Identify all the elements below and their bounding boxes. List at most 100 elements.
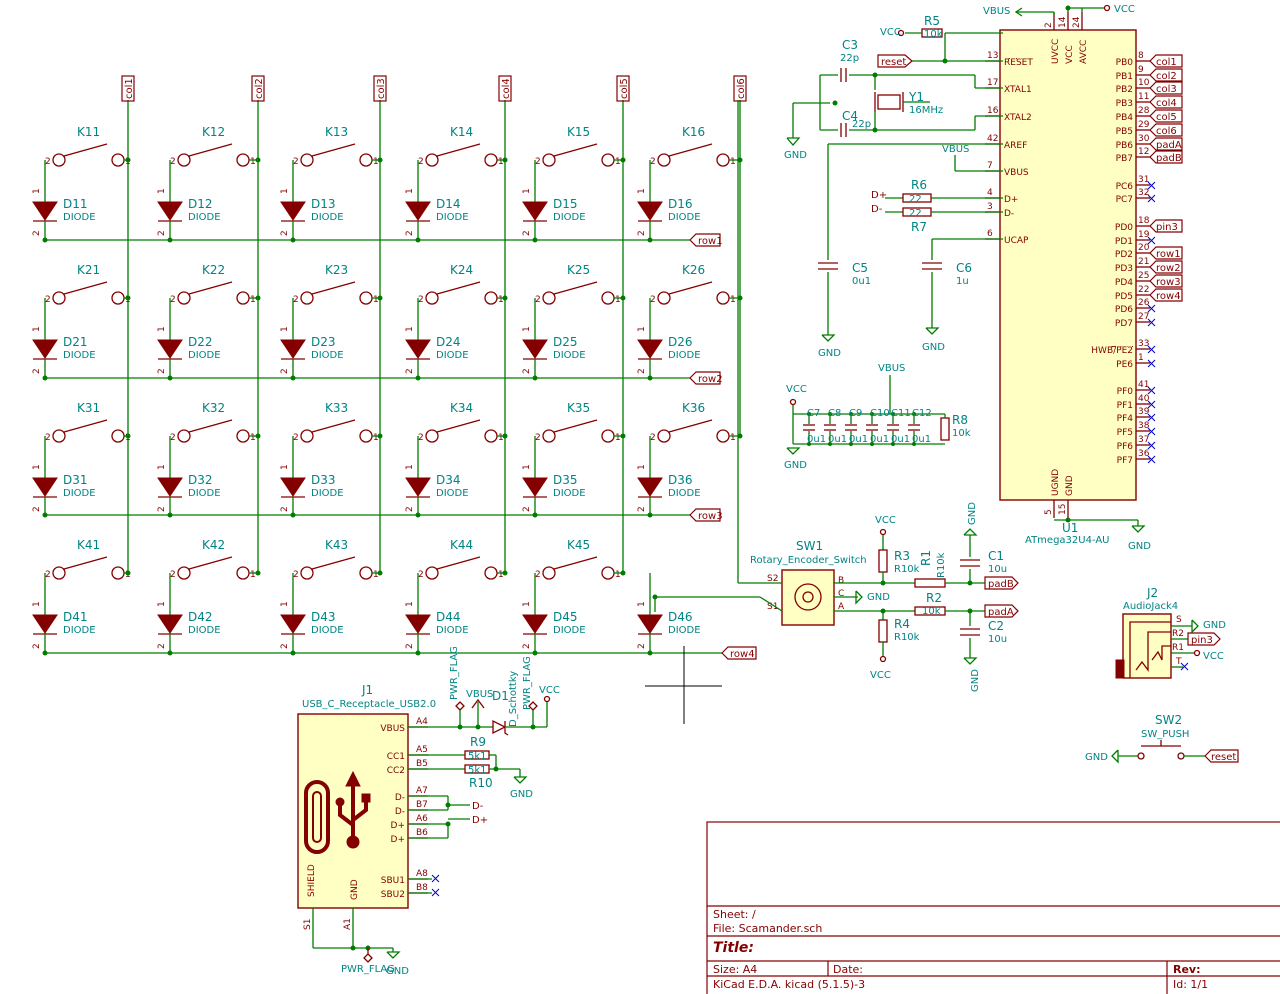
r5-value: 10k [924, 29, 943, 40]
switch-pin-2: 2 [293, 157, 299, 167]
diode-pin-1: 1 [157, 601, 167, 607]
mcu-left-pin-num: 16 [987, 106, 999, 116]
j1-pin-name: CC1 [387, 752, 405, 762]
no-connect-mark [1147, 413, 1156, 422]
switch-ref: K41 [77, 538, 100, 552]
switch-pin-1: 1 [373, 433, 379, 443]
col-net-flag [733, 75, 747, 102]
mcu-right-pin-num: 32 [1138, 188, 1149, 198]
sw1-ref: SW1 [796, 539, 823, 553]
switch-pin-1: 1 [730, 157, 736, 167]
mcu-left-pin-name: VBUS [1004, 168, 1029, 178]
r1-ref: R1 [919, 550, 933, 566]
mcu-net-label: row4 [1156, 291, 1181, 302]
switch-ref: K11 [77, 125, 100, 139]
diode-pin-1: 1 [637, 188, 647, 194]
switch-pin-2: 2 [650, 157, 656, 167]
j1-gnd-label: GND [350, 879, 360, 900]
diode-pin-2: 2 [637, 506, 647, 512]
row-net-label-row1: row1 [698, 236, 723, 247]
cbank-value: 0u1 [828, 434, 847, 445]
r3-ref: R3 [894, 549, 910, 563]
mcu-top-pin-num: 2 [1044, 22, 1054, 28]
diode-ref: D36 [668, 473, 693, 487]
diode-ref: D46 [668, 610, 693, 624]
mcu-right-pin-num: 36 [1138, 449, 1150, 459]
j1-pin-name: D- [395, 793, 405, 803]
no-connect-mark [1147, 194, 1156, 203]
switch-pin-2: 2 [535, 433, 541, 443]
diode-pin-1: 1 [280, 188, 290, 194]
y1-value: 16MHz [909, 105, 943, 116]
vbus-mcu: VBUS [983, 6, 1010, 17]
mcu-right-pin-num: 9 [1138, 65, 1144, 75]
row-net-flag [689, 508, 721, 522]
tb-rev: Rev: [1173, 963, 1201, 976]
mcu-net-label: padB [1156, 153, 1182, 164]
sw1-pin-b: B [838, 576, 844, 586]
crystal-reset-section: VCC R5 10k reset C3 22p GND Y1 16MHz C4 … [784, 14, 1003, 161]
mcu-right-pin-name: PB0 [1116, 58, 1134, 68]
vcc-j2: VCC [1203, 651, 1224, 662]
diode-pin-1: 1 [522, 464, 532, 470]
switch-pin-2: 2 [418, 433, 424, 443]
r10-value: 5k1 [468, 765, 487, 776]
switch-pin-1: 1 [498, 157, 504, 167]
mcu-right-pin-name: PF4 [1117, 414, 1134, 424]
diode-pin-2: 2 [522, 230, 532, 236]
switch-pin-2: 2 [170, 570, 176, 580]
mcu-right-pin-name: PD6 [1115, 305, 1133, 315]
diode-ref: D13 [311, 197, 336, 211]
r9-value: 5k1 [468, 751, 487, 762]
j2-pin-r2: R2 [1172, 629, 1184, 639]
mcu-net-label: row3 [1156, 277, 1181, 288]
mcu-bot-pin-num: 5 [1044, 509, 1054, 515]
switch-pin-1: 1 [498, 570, 504, 580]
diode-ref: D22 [188, 335, 213, 349]
j1-pin-name: D+ [391, 821, 405, 831]
switch-ref: K25 [567, 263, 590, 277]
mcu-right-pin-num: 40 [1138, 394, 1150, 404]
diode-ref: D12 [188, 197, 213, 211]
mcu-body [999, 29, 1137, 501]
dplus-net-j1: D+ [472, 815, 488, 826]
j1-shield-label: SHIELD [307, 864, 317, 897]
mcu-net-flag [1149, 123, 1183, 137]
diode-pin-2: 2 [280, 643, 290, 649]
r6-value: 22 [909, 194, 922, 205]
rotary-encoder-section: SW1 Rotary_Encoder_Switch S2 S1 B C A GN… [652, 100, 1019, 692]
vcc-cbank: VCC [786, 384, 807, 395]
mcu-right-pin-num: 41 [1138, 380, 1149, 390]
switch-pin-2: 2 [418, 570, 424, 580]
diode-pin-1: 1 [405, 188, 415, 194]
d1-value: D_Schottky [508, 671, 519, 727]
vcc-j1: VCC [539, 685, 560, 696]
col-net-label-col4: col4 [501, 78, 512, 99]
c3-ref: C3 [842, 38, 858, 52]
switch-ref: K16 [682, 125, 705, 139]
no-connect-mark [1147, 359, 1156, 368]
mcu-right-pin-name: PF6 [1117, 442, 1134, 452]
diode-pin-1: 1 [405, 464, 415, 470]
mcu-right-pin-num: 27 [1138, 312, 1149, 322]
r5-ref: R5 [924, 14, 940, 28]
j2-pin-s: S [1176, 615, 1182, 625]
j1-pin-name: SBU1 [381, 876, 405, 886]
diode-pin-2: 2 [522, 643, 532, 649]
j1-pin-num: A5 [416, 745, 428, 755]
diode-ref: D34 [436, 473, 461, 487]
diode-pin-1: 1 [32, 601, 42, 607]
mcu-right-pin-name: PB5 [1116, 127, 1133, 137]
mcu-right-pin-name: PF5 [1117, 428, 1133, 438]
mcu-right-pin-num: 37 [1138, 435, 1149, 445]
mcu-net-label: col1 [1156, 57, 1177, 68]
mcu-bot-pin-num: 15 [1058, 504, 1068, 515]
switch-pin-1: 1 [730, 433, 736, 443]
pwr-flag-vcc: PWR_FLAG [522, 656, 533, 710]
gnd-mcu: GND [1128, 541, 1151, 552]
mcu-value: ATmega32U4-AU [1025, 535, 1110, 546]
c5-ref: C5 [852, 261, 868, 275]
